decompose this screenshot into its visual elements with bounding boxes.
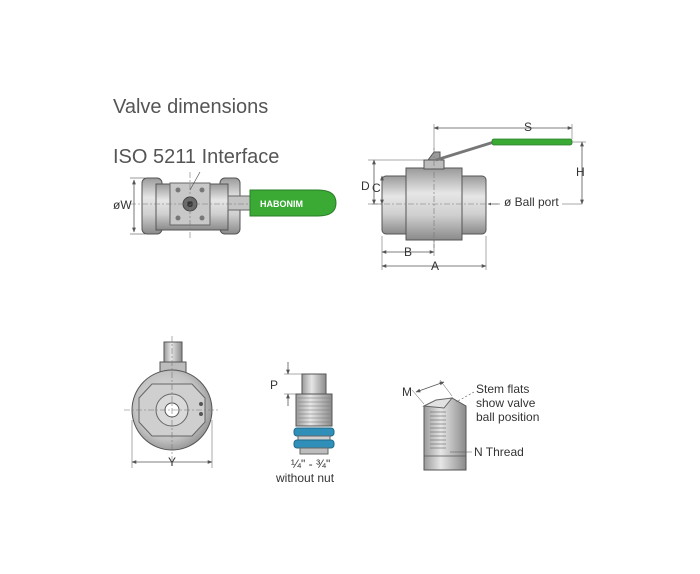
without-nut-label: without nut bbox=[275, 471, 335, 485]
set-screw bbox=[199, 402, 203, 406]
extension-line bbox=[411, 389, 425, 405]
c-label: C bbox=[372, 181, 381, 195]
side-view-valve: S H D C ø Ball port B A bbox=[361, 120, 586, 273]
bolt-hole bbox=[199, 187, 205, 193]
s-label: S bbox=[524, 120, 532, 134]
valve-dimensions-title: Valve dimensions bbox=[113, 96, 269, 118]
green-handle bbox=[491, 138, 573, 146]
y-label: Y bbox=[168, 455, 176, 469]
b-label: B bbox=[404, 245, 412, 259]
green-handle bbox=[249, 189, 337, 217]
stem-detail-body bbox=[423, 397, 467, 471]
handle-logo: HABONIM bbox=[260, 199, 303, 209]
ball-port-label: ø Ball port bbox=[504, 195, 559, 209]
stem-bottom bbox=[299, 447, 329, 455]
top-view-valve: HABONIM øW bbox=[113, 171, 337, 240]
stem-flats-leader bbox=[455, 391, 475, 403]
end-view-valve: Y bbox=[124, 336, 220, 469]
bolt-hole bbox=[199, 215, 205, 221]
bolt-hole bbox=[175, 215, 181, 221]
stem-flat bbox=[422, 397, 454, 409]
stem-flats-top bbox=[301, 373, 327, 395]
stem-flats-text-1: Stem flats bbox=[476, 382, 529, 396]
d-label: D bbox=[361, 179, 370, 193]
stem-seal bbox=[293, 427, 335, 437]
a-label: A bbox=[431, 259, 439, 273]
stem-washer bbox=[297, 435, 331, 441]
stem-seal bbox=[293, 439, 335, 449]
stem-flats-text-2: show valve bbox=[476, 396, 536, 410]
size-range-label: ¼" - ¾" bbox=[291, 457, 330, 471]
m-label: M bbox=[402, 385, 412, 399]
stem-detail-threads bbox=[430, 411, 446, 449]
bolt-hole bbox=[175, 187, 181, 193]
n-thread-label: N Thread bbox=[474, 445, 524, 459]
stem-flats-text-3: ball position bbox=[476, 410, 539, 424]
thread-lines bbox=[298, 397, 330, 423]
stem-detail: M Stem flats show valve ball position N … bbox=[402, 379, 539, 471]
iso-leader bbox=[189, 171, 201, 191]
p-label: P bbox=[270, 378, 278, 392]
set-screw bbox=[199, 412, 203, 416]
h-label: H bbox=[576, 165, 585, 179]
handle-arm bbox=[435, 140, 495, 162]
w-label: øW bbox=[113, 198, 132, 212]
iso-interface-title: ISO 5211 Interface bbox=[113, 146, 280, 168]
stem-housing bbox=[163, 341, 183, 365]
m-dimension-line bbox=[415, 381, 445, 393]
stem-without-nut: P ¼" - ¾" without nut bbox=[270, 362, 335, 485]
